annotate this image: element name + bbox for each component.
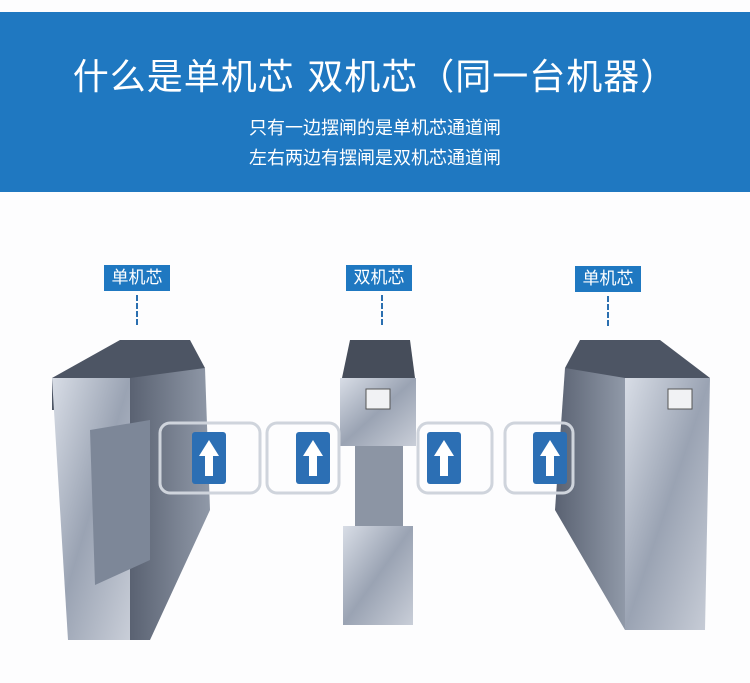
page-title: 什么是单机芯 双机芯（同一台机器） xyxy=(72,57,678,98)
label-double-core: 双机芯 xyxy=(346,265,412,291)
left-single-core-turnstile xyxy=(52,340,210,640)
pointer-line xyxy=(607,296,609,326)
label-single-core-right: 单机芯 xyxy=(575,266,641,292)
description-double: 左右两边有摆闸是双机芯通道闸 xyxy=(249,148,501,169)
label-single-core-left: 单机芯 xyxy=(104,265,170,291)
swing-gate-frame xyxy=(158,421,262,495)
card-reader-icon xyxy=(365,388,391,410)
right-single-core-turnstile xyxy=(555,340,710,630)
pointer-line xyxy=(381,295,383,325)
up-arrow-icon xyxy=(199,440,560,476)
center-double-core-turnstile xyxy=(340,340,416,625)
description-single: 只有一边摆闸的是单机芯通道闸 xyxy=(249,118,501,139)
header-banner: 什么是单机芯 双机芯（同一台机器） 只有一边摆闸的是单机芯通道闸 左右两边有摆闸… xyxy=(0,12,750,192)
pointer-line xyxy=(136,295,138,325)
card-reader-icon xyxy=(667,388,693,410)
